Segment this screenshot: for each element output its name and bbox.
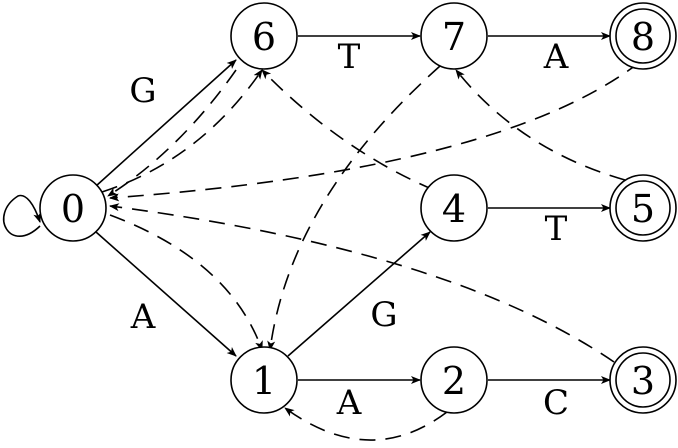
label-0-1: A (130, 297, 156, 337)
label-7-8: A (543, 37, 569, 77)
failure-link-2-1 (284, 407, 448, 441)
failure-link-7-1 (267, 65, 441, 351)
state-5-accepting: 5 (609, 174, 677, 242)
label-6-7: T (338, 37, 361, 77)
state-8-accepting: 8 (609, 2, 677, 70)
label-1-2: A (336, 383, 362, 423)
state-7: 7 (420, 2, 488, 70)
transitions (2, 32, 611, 384)
state-6: 6 (230, 2, 298, 70)
failure-link-6-0 (107, 69, 237, 197)
failure-link-3-0 (109, 203, 615, 363)
failure-link-8-0 (109, 61, 641, 202)
state-8-label: 8 (631, 15, 655, 59)
label-4-5: T (545, 209, 568, 249)
state-7-label: 7 (442, 15, 466, 59)
nodes: 0 1 2 3 4 5 6 7 (39, 2, 677, 414)
label-0-6: G (129, 71, 156, 111)
state-0: 0 (39, 174, 107, 242)
state-4-label: 4 (442, 187, 466, 231)
state-1: 1 (230, 346, 298, 414)
failure-link-4-6 (261, 69, 435, 191)
label-1-4: G (370, 295, 397, 335)
state-0-label: 0 (61, 187, 85, 231)
state-6-label: 6 (252, 15, 276, 59)
state-2: 2 (420, 346, 488, 414)
failure-links (101, 61, 641, 441)
state-3-accepting: 3 (609, 346, 677, 414)
state-1-label: 1 (252, 359, 276, 403)
state-4: 4 (420, 174, 488, 242)
label-2-3: C (543, 383, 569, 423)
transition-0-6 (95, 59, 237, 187)
edge-labels: G A T A G A C T (129, 37, 569, 423)
transition-1-4 (287, 231, 431, 357)
failure-link-5-7 (455, 69, 626, 181)
transition-0-1 (95, 231, 237, 357)
failure-link-0-1 (109, 214, 263, 351)
transition-0-0-loop (2, 194, 41, 238)
failure-link-0-6 (101, 69, 263, 193)
state-3-label: 3 (631, 359, 655, 403)
state-5-label: 5 (631, 187, 655, 231)
state-2-label: 2 (442, 359, 466, 403)
